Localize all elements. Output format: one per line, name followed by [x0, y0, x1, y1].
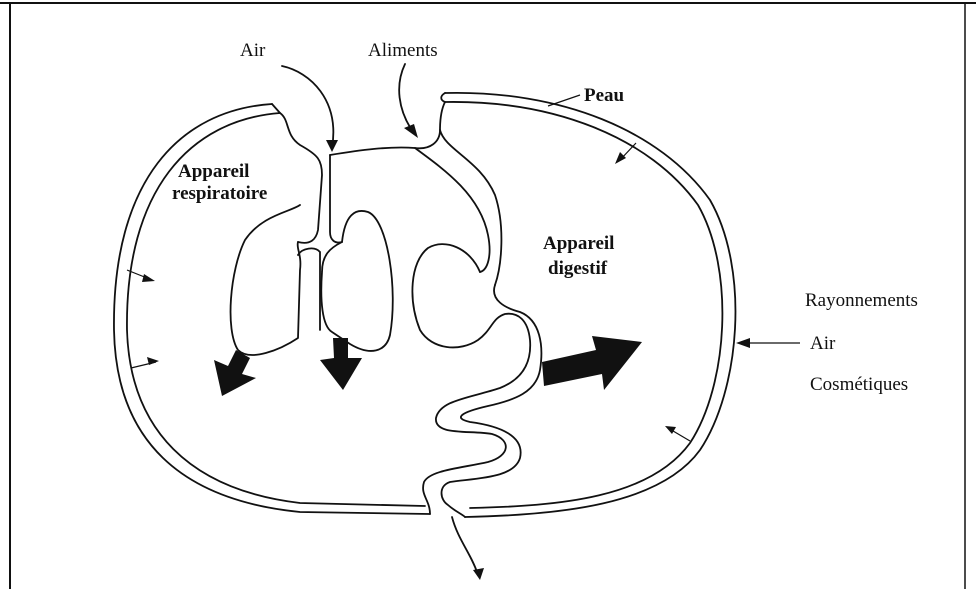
- aliments-ingestion-arrow: [399, 64, 413, 132]
- trachea-center: [330, 155, 342, 243]
- label-appareil-respiratoire-1: Appareil: [178, 161, 249, 182]
- trachea-right-wall: [330, 102, 445, 155]
- label-appareil-digestif-1: Appareil: [543, 233, 614, 254]
- skin-arrow-top-right-head: [615, 152, 626, 164]
- esophagus-right: [440, 130, 501, 285]
- trachea-left-wall: [280, 113, 322, 243]
- skin-left-inner: [127, 113, 425, 506]
- external-exposure-arrowhead: [736, 338, 750, 348]
- skin-arrow-bottom-right-head: [665, 426, 676, 434]
- right-lung: [321, 211, 392, 351]
- skin-right-inner: [445, 102, 722, 508]
- air-inhalation-arrowhead: [326, 140, 338, 152]
- left-bronchus: [298, 248, 320, 330]
- skin-right-outer: [445, 93, 735, 517]
- label-peau: Peau: [584, 85, 625, 106]
- air-inhalation-arrow: [282, 66, 333, 148]
- skin-arrow-left-2-head: [147, 357, 159, 365]
- skin-arrow-left-1-head: [142, 274, 155, 282]
- label-air-top: Air: [240, 40, 266, 61]
- digestive-absorption-arrow: [542, 336, 642, 390]
- esophagus-left: [415, 148, 490, 272]
- label-air-right: Air: [810, 333, 836, 354]
- label-appareil-respiratoire-2: respiratoire: [172, 183, 267, 204]
- excretion-arrowhead: [473, 568, 484, 580]
- lung-absorption-arrow-left: [214, 350, 256, 396]
- peau-pointer: [548, 95, 580, 106]
- excretion-arrow: [452, 517, 478, 575]
- lung-absorption-arrow-right: [320, 338, 362, 390]
- left-lung: [231, 205, 301, 355]
- label-rayonnements: Rayonnements: [805, 290, 918, 311]
- skin-top-left-join: [272, 104, 280, 113]
- stomach: [412, 244, 530, 514]
- skin-top-right-join: [441, 93, 445, 102]
- skin-left-outer: [114, 104, 430, 514]
- aliments-ingestion-arrowhead: [404, 124, 418, 138]
- label-cosmetiques: Cosmétiques: [810, 374, 908, 395]
- label-aliments: Aliments: [368, 40, 438, 61]
- label-appareil-digestif-2: digestif: [548, 258, 608, 279]
